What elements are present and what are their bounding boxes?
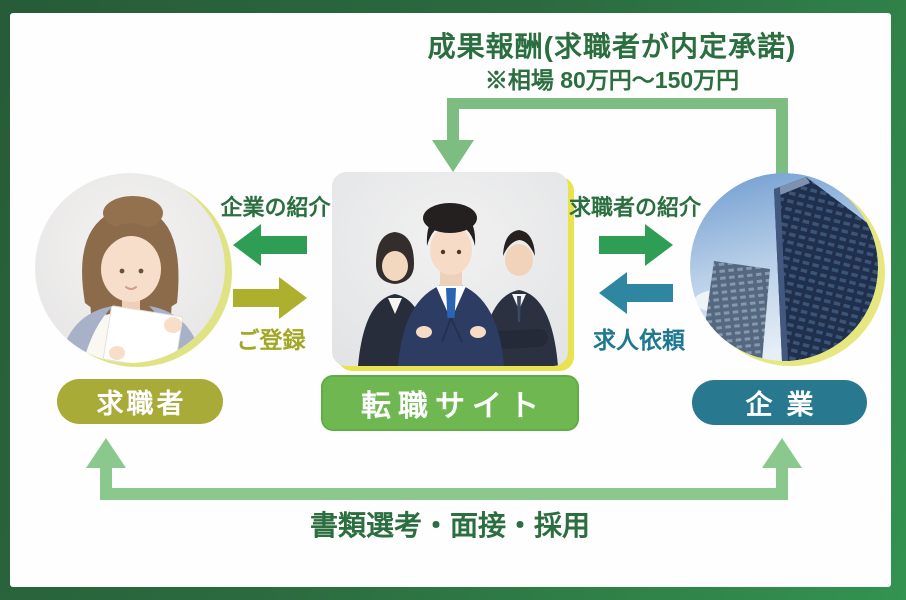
job-seeker-photo	[35, 173, 225, 363]
fee-title: 成果報酬(求職者が内定承諾)	[427, 31, 797, 62]
job-site-photo	[332, 172, 568, 366]
woman-figure	[35, 173, 225, 363]
company-to-site-connector-arrow-icon	[432, 98, 788, 204]
candidate-intro-arrow-right-icon	[599, 224, 673, 266]
company-pill: 企業	[692, 380, 867, 425]
flow-job-request-label: 求人依頼	[593, 327, 685, 353]
job-site-pill-label: 転職サイト	[361, 390, 546, 423]
company-intro-arrow-left-icon	[233, 224, 307, 266]
job-site-pill: 転職サイト	[321, 375, 579, 431]
businessman-center-figure	[398, 203, 504, 366]
skyscrapers-figure	[690, 173, 878, 361]
flow-company-intro-label: 企業の紹介	[220, 195, 331, 220]
company-pill-label: 企業	[745, 390, 828, 420]
job-request-arrow-left-icon	[599, 272, 673, 314]
job-seeker-pill: 求職者	[57, 379, 223, 424]
flow-candidate-intro-label: 求職者の紹介	[568, 195, 701, 220]
job-seeker-pill-label: 求職者	[96, 389, 187, 419]
fee-note: ※相場 80万円～150万円	[484, 67, 740, 93]
hiring-process-connector-arrow-icon	[86, 438, 802, 500]
flow-registration-label: ご登録	[236, 327, 306, 353]
hiring-process-label: 書類選考・面接・採用	[309, 510, 590, 541]
company-photo	[690, 173, 878, 361]
registration-arrow-right-icon	[233, 277, 307, 319]
